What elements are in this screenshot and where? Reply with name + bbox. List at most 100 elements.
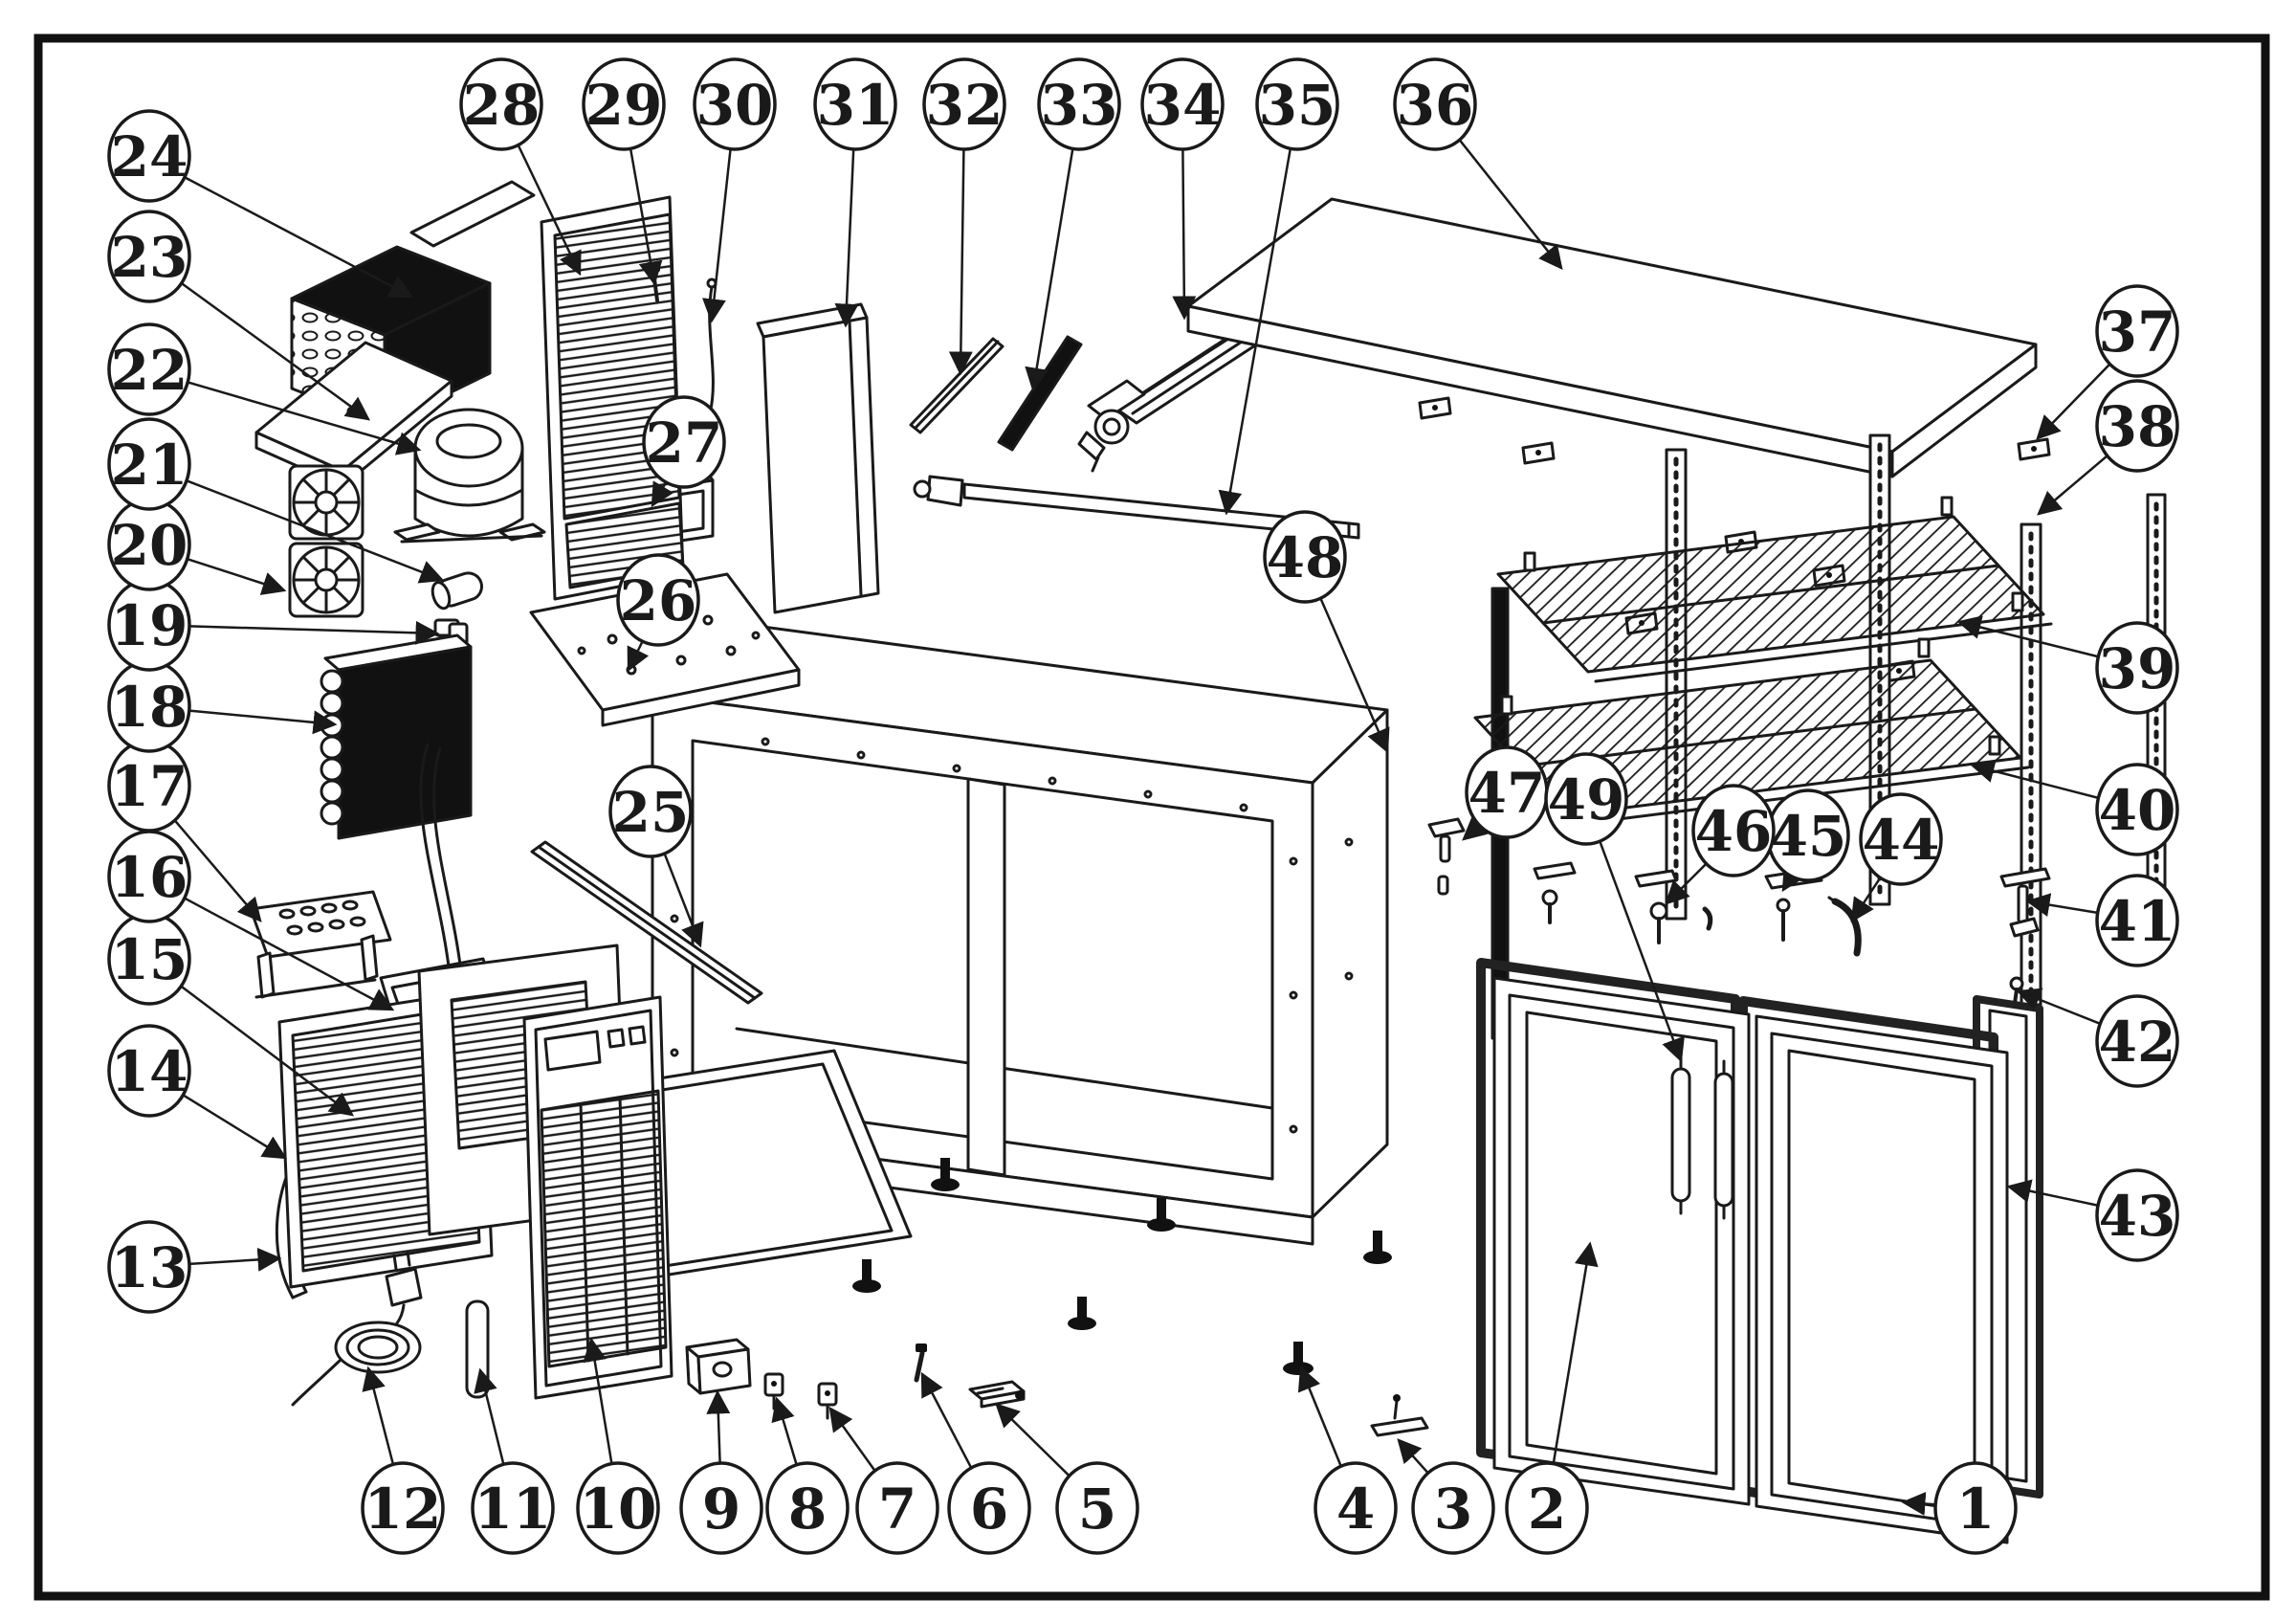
compressor (393, 408, 546, 544)
leader-line-33 (1025, 148, 1074, 392)
callout-14: 14 (107, 1024, 288, 1160)
callout-30: 30 (693, 57, 777, 323)
callout-31: 31 (813, 57, 897, 328)
callout-circle-8 (765, 1461, 850, 1555)
leader-line-32 (948, 148, 973, 376)
callout-number-13: 13 (111, 1235, 188, 1300)
power-cord (291, 1250, 423, 1407)
callout-circle-11 (471, 1461, 555, 1555)
leader-line-35 (1218, 148, 1292, 516)
callout-circle-1 (1933, 1461, 2018, 1555)
callout-number-18: 18 (111, 675, 188, 740)
callout-25: 25 (608, 765, 704, 948)
callout-3: 3 (1397, 1438, 1495, 1555)
condenser-fan-upper (288, 464, 364, 541)
leader-line-42 (2016, 988, 2101, 1025)
callout-circle-31 (813, 57, 897, 151)
leader-line-40 (1970, 759, 2099, 800)
callout-6: 6 (920, 1371, 1031, 1555)
corner-rail (530, 840, 763, 1005)
callout-37: 37 (2036, 284, 2179, 440)
callout-circle-5 (1055, 1461, 1139, 1555)
mounting-clip-7 (817, 1382, 838, 1420)
hinge-plate-46 (1634, 869, 1713, 944)
callout-layer: 1234567891011121314151617181920212223242… (107, 57, 2179, 1555)
leader-line-15 (180, 985, 354, 1117)
leader-line-16 (184, 897, 395, 1011)
leader-line-45 (1781, 865, 1805, 893)
leader-line-5 (995, 1403, 1071, 1477)
callout-circle-24 (107, 109, 191, 203)
callout-number-45: 45 (1770, 804, 1847, 869)
callout-number-23: 23 (111, 225, 188, 290)
callout-42: 42 (2016, 988, 2179, 1088)
callout-number-16: 16 (111, 845, 188, 910)
callout-number-10: 10 (580, 1477, 657, 1542)
callout-number-44: 44 (1863, 808, 1940, 873)
callout-circle-32 (922, 57, 1006, 151)
callout-circle-27 (642, 395, 726, 489)
leader-line-49 (1599, 840, 1685, 1063)
leader-line-11 (474, 1367, 505, 1465)
callout-circle-13 (107, 1220, 191, 1314)
leader-line-20 (187, 557, 287, 595)
callout-24: 24 (107, 109, 414, 299)
door-stop-bracket (1370, 1394, 1429, 1437)
muffler-cylinder (430, 571, 484, 611)
leader-line-38 (2037, 455, 2108, 516)
leader-line-8 (771, 1396, 798, 1466)
callout-circle-28 (459, 57, 543, 151)
leader-line-26 (627, 640, 650, 673)
callout-number-47: 47 (1468, 761, 1546, 826)
bottom-hinge-bracket (968, 1380, 1026, 1409)
callout-number-20: 20 (111, 513, 188, 578)
callout-11: 11 (471, 1367, 555, 1555)
callout-18: 18 (107, 659, 338, 753)
leader-line-2 (1552, 1241, 1599, 1464)
callout-number-27: 27 (646, 411, 723, 476)
callout-circle-42 (2095, 994, 2179, 1088)
callout-circle-4 (1314, 1461, 1398, 1555)
callout-number-43: 43 (2099, 1184, 2176, 1249)
callout-38: 38 (2037, 379, 2179, 516)
callout-number-42: 42 (2099, 1010, 2176, 1075)
callout-number-38: 38 (2099, 394, 2176, 459)
callout-39: 39 (1956, 615, 2179, 715)
callout-circle-14 (107, 1024, 191, 1118)
evaporator-coil (320, 633, 473, 840)
condenser-fan-lower (288, 542, 364, 618)
callout-29: 29 (582, 57, 666, 286)
callout-circle-37 (2095, 284, 2179, 378)
leader-line-4 (1297, 1366, 1342, 1467)
callout-circle-9 (679, 1461, 763, 1555)
callout-43: 43 (2006, 1168, 2179, 1262)
callout-circle-26 (616, 553, 700, 647)
leader-line-30 (702, 148, 732, 323)
leader-line-43 (2006, 1179, 2099, 1207)
countertop (1186, 197, 2038, 478)
callout-number-8: 8 (788, 1477, 827, 1542)
callout-circle-35 (1255, 57, 1339, 151)
callout-circle-46 (1691, 784, 1776, 877)
callout-number-2: 2 (1528, 1477, 1566, 1542)
louvered-back-panel (540, 195, 685, 601)
callout-23: 23 (107, 210, 371, 421)
leader-line-7 (828, 1406, 876, 1472)
leader-line-37 (2036, 363, 2111, 440)
callout-41: 41 (2025, 874, 2179, 967)
callout-number-37: 37 (2099, 300, 2176, 365)
callout-number-26: 26 (620, 568, 697, 633)
callout-27: 27 (642, 395, 726, 508)
callout-number-28: 28 (463, 73, 541, 138)
callout-number-32: 32 (926, 73, 1004, 138)
leader-line-12 (362, 1366, 395, 1465)
callout-circle-7 (855, 1461, 939, 1555)
evaporator-drip-tray (249, 890, 392, 999)
callout-49: 49 (1544, 752, 1685, 1063)
callout-33: 33 (1025, 57, 1121, 392)
leader-line-17 (173, 819, 262, 922)
callout-number-36: 36 (1397, 73, 1474, 138)
callout-36: 36 (1393, 57, 1563, 270)
callout-number-24: 24 (111, 124, 188, 189)
callout-number-35: 35 (1259, 73, 1336, 138)
